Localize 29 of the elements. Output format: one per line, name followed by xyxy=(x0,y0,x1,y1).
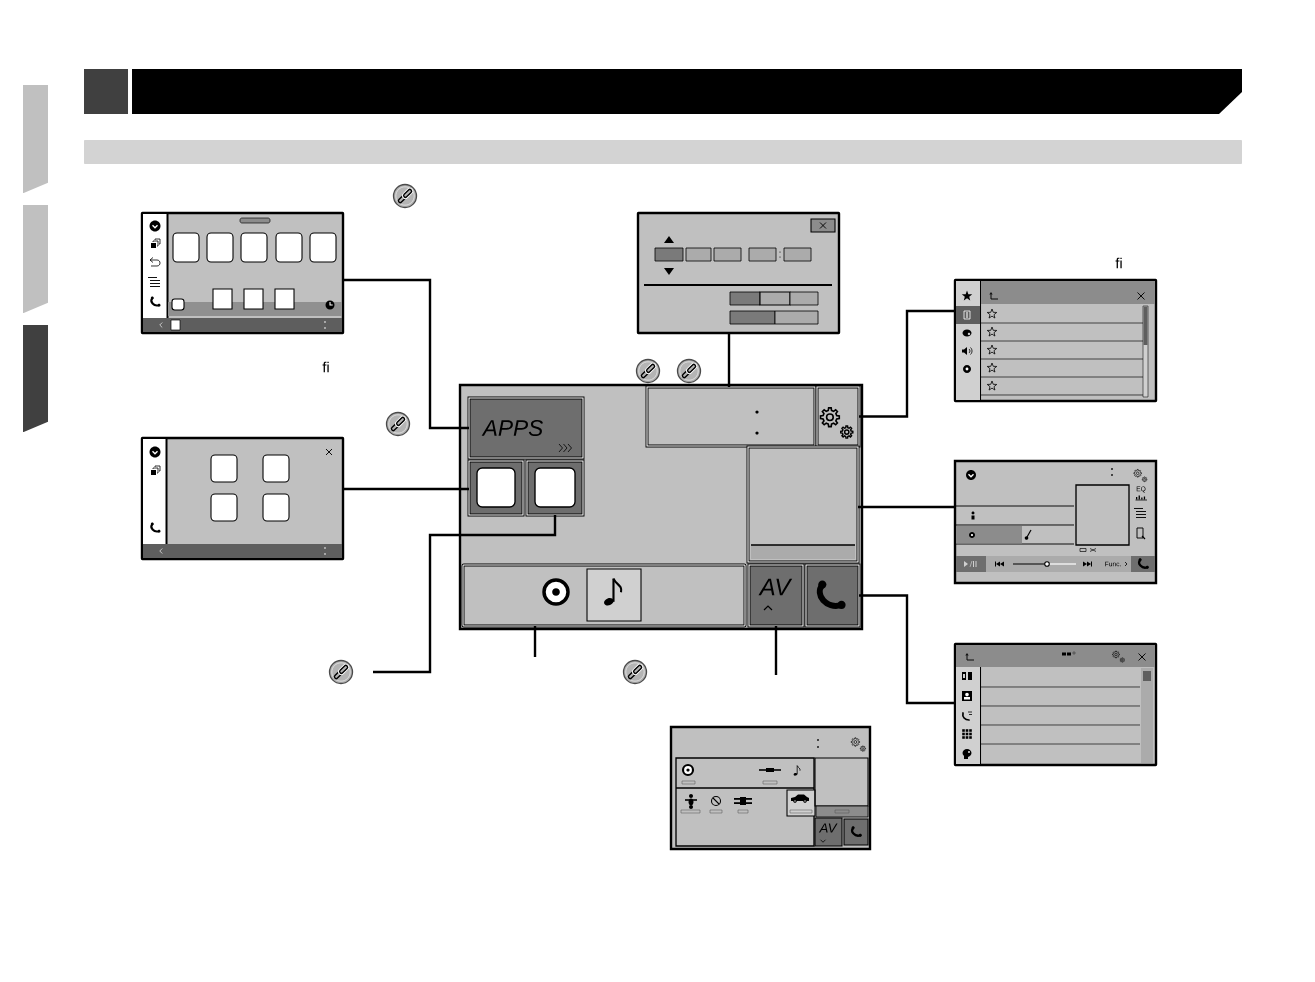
player-screen xyxy=(953,459,1158,585)
app-screen xyxy=(140,211,345,335)
side-tab xyxy=(22,205,49,314)
app-key xyxy=(525,459,585,517)
av-button: AV xyxy=(814,817,843,847)
leader-line xyxy=(859,594,955,705)
settings-button xyxy=(815,385,861,448)
source-screen xyxy=(669,725,872,851)
side-tab xyxy=(22,325,49,433)
clock-dialog xyxy=(636,211,841,335)
av-button: AV xyxy=(747,563,805,628)
app-screen xyxy=(140,436,345,561)
phone-menu-screen xyxy=(953,642,1158,767)
source-bar xyxy=(461,563,747,628)
text-fragment: fi xyxy=(322,361,329,373)
leader-line xyxy=(343,487,469,491)
leader-line xyxy=(727,333,731,387)
leader-line xyxy=(533,626,537,657)
info-panel xyxy=(746,445,860,564)
leader-line xyxy=(373,515,557,674)
leader-line xyxy=(343,278,469,430)
section-band xyxy=(84,140,1242,164)
phone-button xyxy=(804,563,861,628)
side-tab xyxy=(22,85,49,194)
leader-line xyxy=(858,505,955,509)
leader-line xyxy=(859,309,955,418)
leader-line xyxy=(774,626,778,675)
text-fragment: fi xyxy=(1115,257,1122,269)
app-key xyxy=(467,459,525,517)
